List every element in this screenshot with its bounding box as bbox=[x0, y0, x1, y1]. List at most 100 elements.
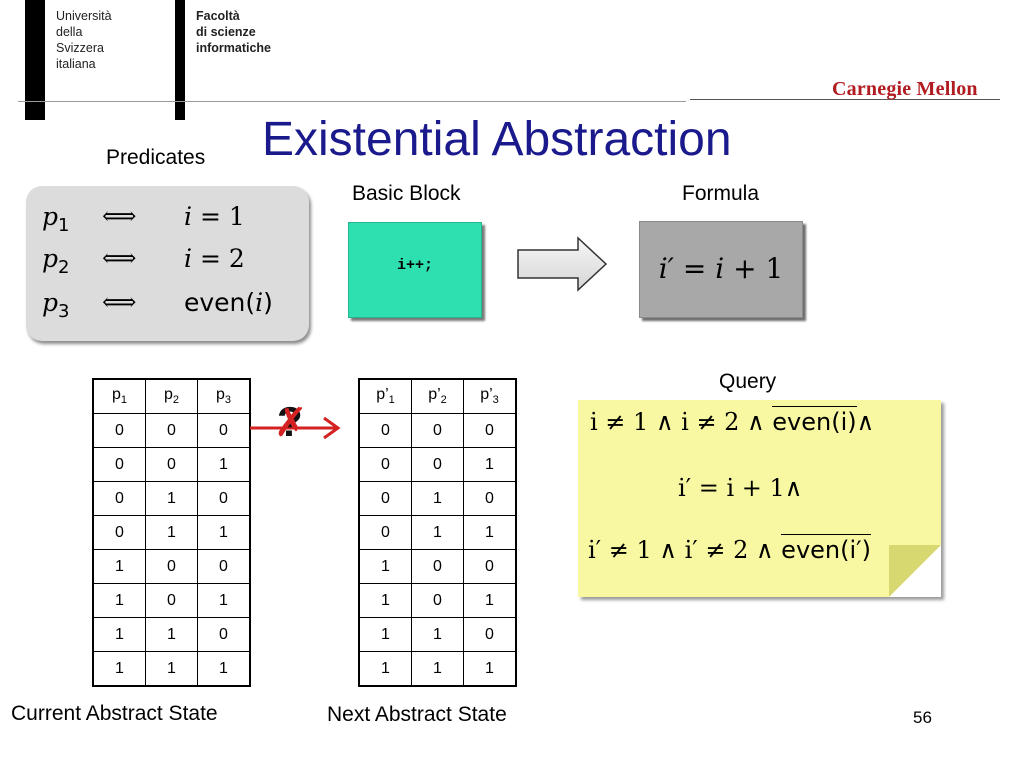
basic-block-label: Basic Block bbox=[352, 182, 461, 205]
predicate-name: p2 bbox=[42, 244, 70, 278]
table-cell: 1 bbox=[92, 583, 146, 618]
predicate-row: p3 ⟺ even(i) bbox=[26, 282, 309, 322]
table-cell: 0 bbox=[411, 583, 464, 618]
table-cell: 0 bbox=[145, 549, 198, 584]
table-cell: 0 bbox=[92, 413, 146, 448]
faculty-name: Facoltà di scienze informatiche bbox=[196, 9, 272, 55]
current-state-label: Current Abstract State bbox=[11, 702, 218, 725]
table-cell: 1 bbox=[463, 447, 517, 482]
table-cell: 1 bbox=[411, 617, 464, 652]
table-cell: 1 bbox=[197, 447, 251, 482]
iff-symbol: ⟺ bbox=[102, 244, 137, 272]
predicate-definition: even(i) bbox=[184, 288, 273, 317]
predicate-row: p1 ⟺ i = 1 bbox=[26, 196, 309, 236]
iff-symbol: ⟺ bbox=[102, 288, 137, 316]
table-cell: 1 bbox=[358, 583, 412, 618]
table-cell: 1 bbox=[411, 515, 464, 550]
slide-title: Existential Abstraction bbox=[262, 113, 732, 166]
predicates-label: Predicates bbox=[106, 146, 206, 169]
query-line-3: i′ ≠ 1 ∧ i′ ≠ 2 ∧ even(i′) bbox=[588, 534, 871, 564]
table-cell: 0 bbox=[197, 617, 251, 652]
header-rule-left bbox=[18, 101, 686, 102]
header-rule-right bbox=[690, 99, 1000, 100]
right-arrow-icon bbox=[517, 236, 608, 292]
table-cell: 0 bbox=[92, 481, 146, 516]
query-line-2: i′ = i + 1∧ bbox=[678, 474, 803, 502]
table-cell: 0 bbox=[463, 481, 517, 516]
carnegie-mellon-logo: Carnegie Mellon bbox=[832, 78, 978, 100]
cross-icon: ✗ bbox=[274, 400, 308, 446]
university-name: Università della Svizzera italiana bbox=[56, 9, 112, 71]
query-label: Query bbox=[719, 370, 777, 393]
table-cell: 1 bbox=[145, 481, 198, 516]
iff-symbol: ⟺ bbox=[102, 202, 137, 230]
column-header: p’1 bbox=[358, 378, 412, 414]
column-header: p1 bbox=[92, 378, 146, 414]
question-mark-icon: ? bbox=[277, 398, 303, 445]
table-cell: 0 bbox=[145, 413, 198, 448]
table-cell: 0 bbox=[463, 549, 517, 584]
table-cell: 0 bbox=[197, 481, 251, 516]
table-cell: 0 bbox=[358, 447, 412, 482]
column-header: p2 bbox=[145, 378, 198, 414]
table-cell: 1 bbox=[145, 515, 198, 550]
table-cell: 0 bbox=[145, 447, 198, 482]
basic-block-note: i++; bbox=[348, 222, 482, 318]
table-cell: 1 bbox=[463, 651, 517, 687]
predicate-definition: i = 1 bbox=[184, 202, 245, 231]
table-cell: 1 bbox=[411, 481, 464, 516]
table-cell: 0 bbox=[197, 549, 251, 584]
table-cell: 0 bbox=[358, 481, 412, 516]
predicates-box: p1 ⟺ i = 1 p2 ⟺ i = 2 p3 ⟺ even(i) bbox=[26, 186, 309, 341]
table-cell: 1 bbox=[92, 651, 146, 687]
query-line-1: i ≠ 1 ∧ i ≠ 2 ∧ even(i)∧ bbox=[590, 406, 875, 436]
table-cell: 1 bbox=[358, 549, 412, 584]
table-cell: 1 bbox=[463, 515, 517, 550]
table-cell: 0 bbox=[92, 447, 146, 482]
formula-label: Formula bbox=[682, 182, 760, 205]
table-cell: 1 bbox=[358, 651, 412, 687]
transition-arrow-icon bbox=[250, 416, 341, 440]
table-cell: 0 bbox=[358, 515, 412, 550]
table-cell: 0 bbox=[145, 583, 198, 618]
table-cell: 0 bbox=[92, 515, 146, 550]
page-curl bbox=[889, 545, 941, 597]
transition-formula: i′ = i + 1 bbox=[658, 252, 784, 285]
page-number: 56 bbox=[913, 708, 932, 727]
table-cell: 1 bbox=[197, 583, 251, 618]
predicate-row: p2 ⟺ i = 2 bbox=[26, 238, 309, 278]
query-note: i ≠ 1 ∧ i ≠ 2 ∧ even(i)∧ i′ = i + 1∧ i′ … bbox=[578, 400, 941, 597]
table-cell: 1 bbox=[463, 583, 517, 618]
next-state-label: Next Abstract State bbox=[327, 703, 507, 726]
formula-note: i′ = i + 1 bbox=[639, 221, 803, 318]
table-cell: 0 bbox=[358, 413, 412, 448]
usi-logo-bar-left bbox=[25, 0, 45, 120]
table-cell: 0 bbox=[411, 413, 464, 448]
predicate-definition: i = 2 bbox=[184, 244, 245, 273]
column-header: p’2 bbox=[411, 378, 464, 414]
table-cell: 0 bbox=[463, 617, 517, 652]
basic-block-code: i++; bbox=[396, 257, 433, 274]
table-cell: 1 bbox=[197, 651, 251, 687]
table-cell: 0 bbox=[411, 549, 464, 584]
table-cell: 1 bbox=[358, 617, 412, 652]
predicate-name: p1 bbox=[42, 202, 70, 236]
table-cell: 1 bbox=[411, 651, 464, 687]
